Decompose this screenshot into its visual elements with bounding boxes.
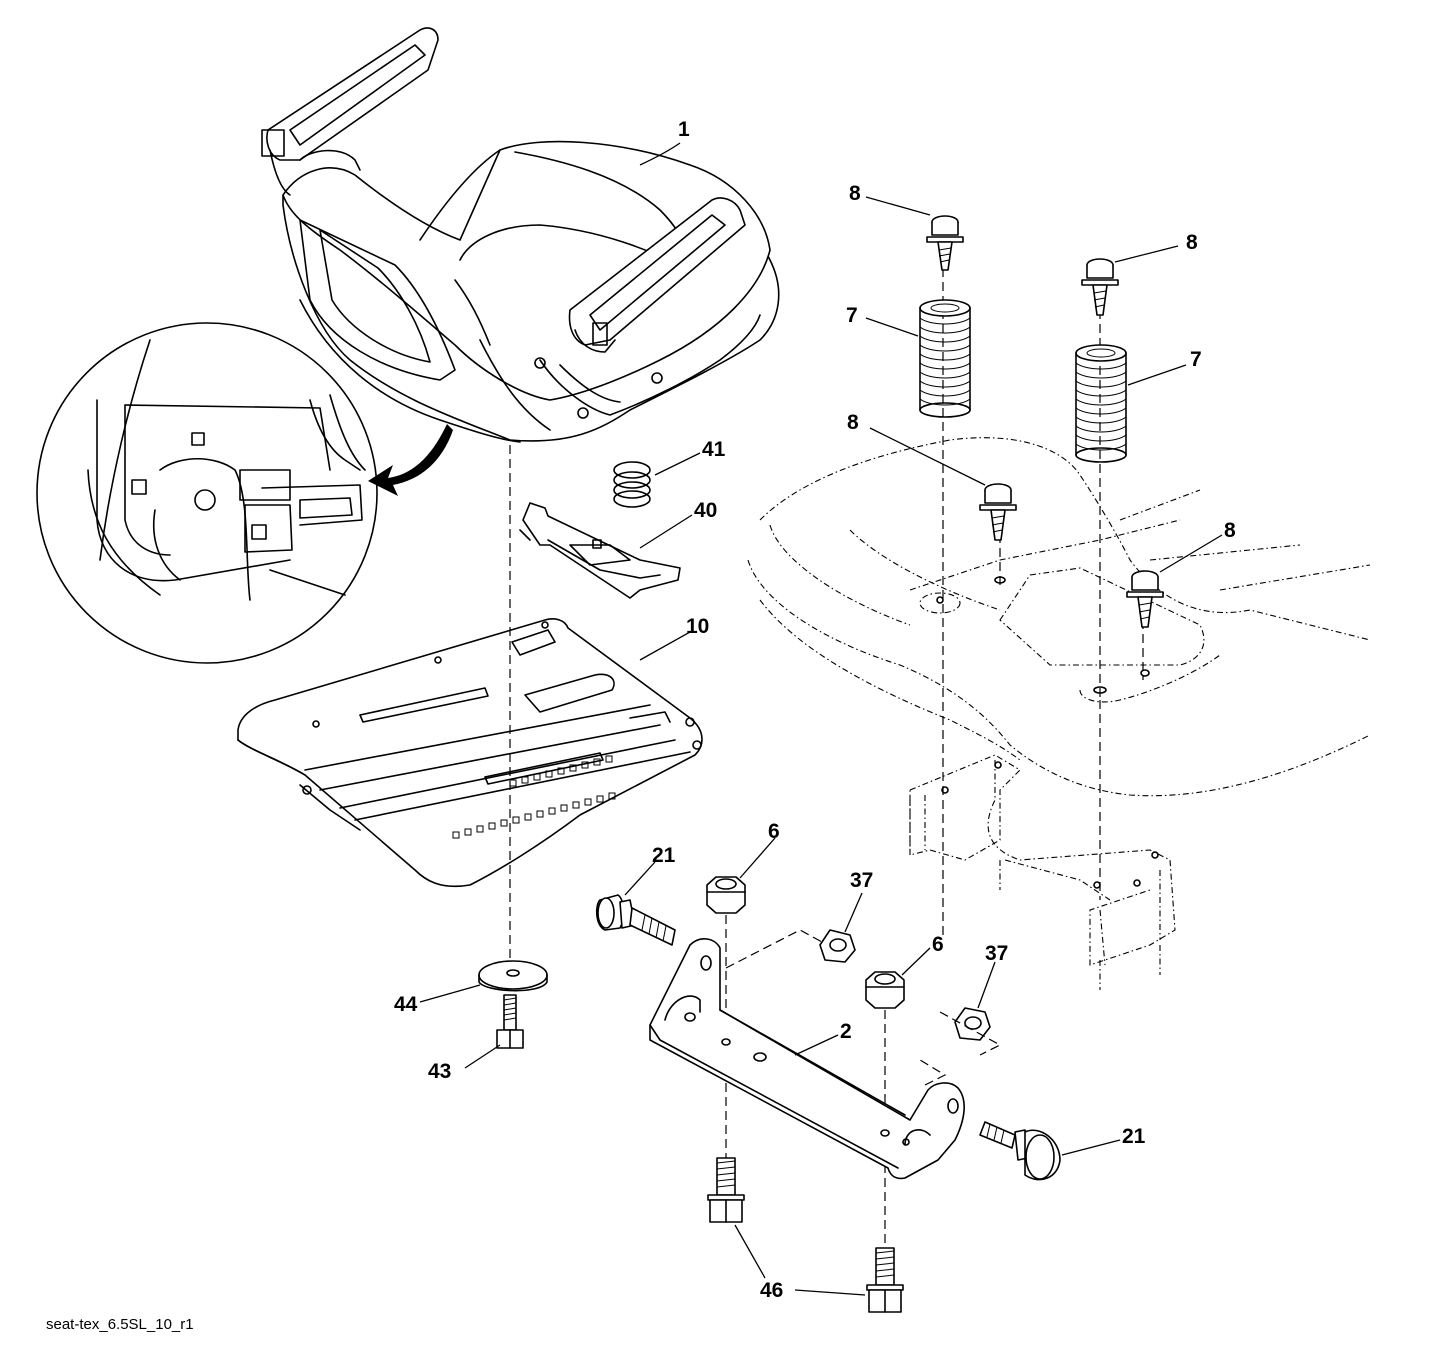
callout-41: 41 <box>702 438 726 461</box>
nut-part-6-a <box>706 876 746 914</box>
spring-part-7-b <box>1075 344 1127 463</box>
drawing-filename: seat-tex_6.5SL_10_r1 <box>46 1316 194 1333</box>
callout-10: 10 <box>686 615 709 638</box>
seat-part-1 <box>261 27 780 443</box>
callout-6-b: 6 <box>932 933 944 956</box>
washer-part-44 <box>478 960 548 992</box>
bolt-part-21-b <box>979 1121 1061 1181</box>
bolt-part-46-b <box>866 1247 904 1313</box>
detail-inset <box>36 322 378 664</box>
callout-8-a: 8 <box>849 182 861 205</box>
callout-8-c: 8 <box>847 411 859 434</box>
bolt-part-8-d <box>1126 570 1164 628</box>
bolt-part-8-b <box>1081 258 1119 316</box>
spring-part-7-a <box>919 299 971 418</box>
nut-part-6-b <box>865 971 905 1009</box>
nut-part-37-a <box>819 929 856 963</box>
callout-37-b: 37 <box>985 942 1008 965</box>
mount-bracket-part-2 <box>649 938 965 1180</box>
bolt-part-8-a <box>926 215 964 271</box>
callout-8-b: 8 <box>1186 231 1198 254</box>
callout-21-a: 21 <box>652 844 676 867</box>
switch-bracket-part-40 <box>519 502 681 599</box>
callout-8-d: 8 <box>1224 519 1236 542</box>
callout-7-a: 7 <box>846 304 858 327</box>
callout-6-a: 6 <box>768 820 780 843</box>
bolt-part-46-a <box>707 1157 745 1223</box>
bolt-part-43 <box>496 994 524 1049</box>
callout-1: 1 <box>678 118 690 141</box>
callout-46: 46 <box>760 1279 783 1302</box>
seat-pan-part-10 <box>237 618 703 888</box>
bolt-part-8-c <box>979 483 1017 541</box>
callout-40: 40 <box>694 499 717 522</box>
callout-44: 44 <box>394 993 418 1016</box>
callout-7-b: 7 <box>1190 348 1202 371</box>
callout-37-a: 37 <box>850 869 873 892</box>
tractor-frame <box>747 437 1371 990</box>
bolt-part-21-a <box>595 894 676 946</box>
spring-part-41 <box>613 461 651 508</box>
callout-21-b: 21 <box>1122 1125 1146 1148</box>
nut-part-37-b <box>954 1007 991 1041</box>
arrow-icon <box>368 424 453 496</box>
callout-43: 43 <box>428 1060 451 1083</box>
callout-2: 2 <box>840 1020 852 1043</box>
